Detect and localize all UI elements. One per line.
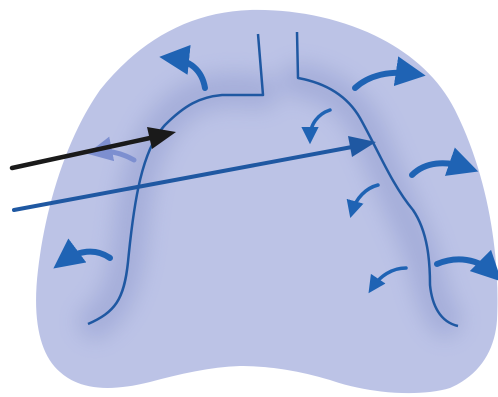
base-shape <box>36 10 497 393</box>
